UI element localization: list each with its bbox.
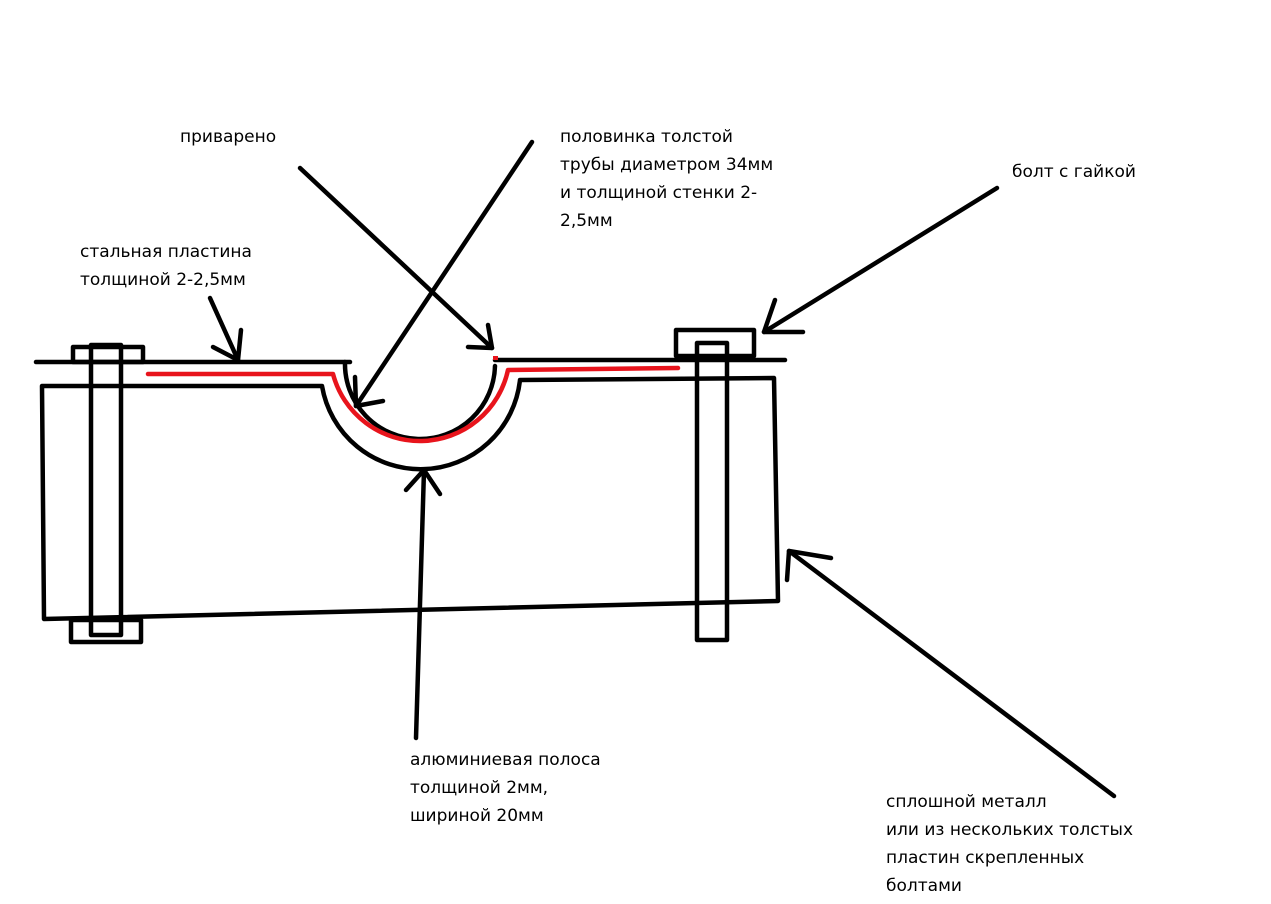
arrow-welded (297, 165, 495, 351)
left-bolt-head (70, 344, 146, 365)
arrow-steel-plate (207, 295, 244, 363)
arrow-aluminum-strip (403, 467, 443, 741)
aluminum-strip (145, 365, 681, 444)
left-bolt-nut (68, 617, 144, 645)
right-bolt-shank (694, 340, 730, 643)
arrow-half-pipe (352, 139, 535, 409)
label-welded: приварено (180, 127, 277, 147)
base-block (39, 375, 781, 622)
half-pipe (342, 359, 498, 442)
label-aluminum-strip: алюминиевая полоса толщиной 2мм, шириной… (410, 750, 601, 826)
label-solid-metal: сплошной металл или из нескольких толсты… (886, 792, 1134, 896)
label-bolt-nut: болт с гайкой (1012, 162, 1136, 182)
right-bolt-head (673, 327, 757, 359)
label-steel-plate: стальная пластина толщиной 2-2,5мм (80, 242, 252, 290)
left-bolt-shank (88, 342, 124, 638)
arrow-solid-metal (784, 548, 1117, 799)
label-half-pipe: половинка толстой трубы диаметром 34мм и… (560, 127, 774, 231)
arrow-bolt (761, 185, 1000, 335)
